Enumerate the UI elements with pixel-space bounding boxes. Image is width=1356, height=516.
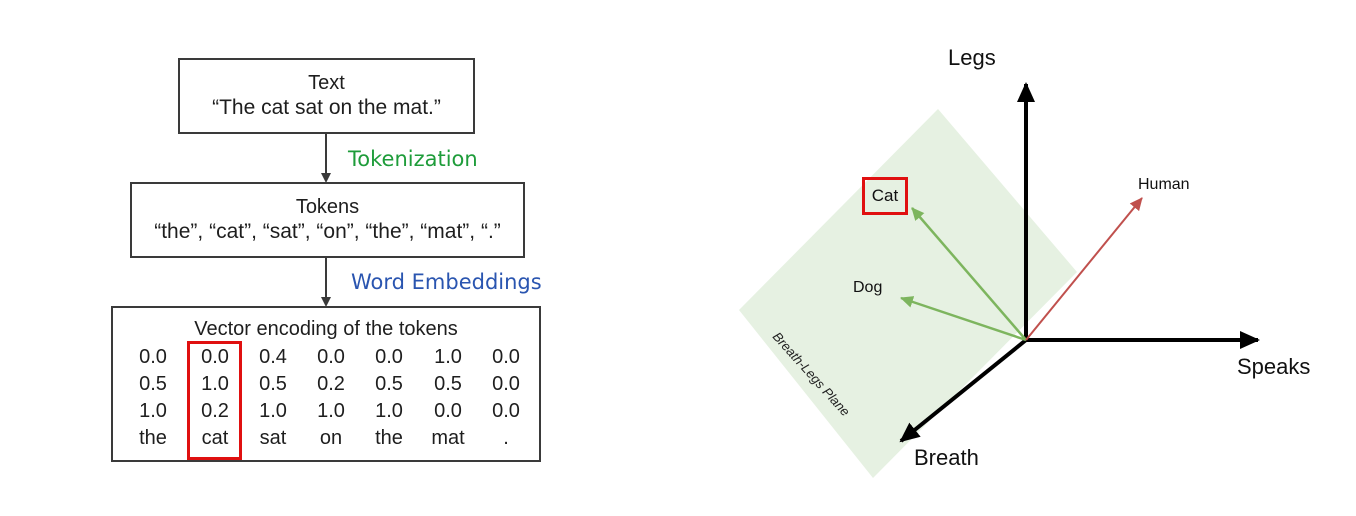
vector-value: 1.0 [317, 400, 345, 422]
cat-vector [911, 207, 1027, 341]
vector-value: 0.4 [259, 346, 287, 368]
vector-value: 0.0 [492, 373, 520, 395]
token-label: the [139, 427, 167, 449]
vector-row: 0.0 0.0 0.4 0.0 0.0 1.0 0.0 [113, 344, 539, 371]
legs-axis-label: Legs [948, 45, 996, 70]
token-label: sat [259, 427, 287, 449]
human-vector [1025, 197, 1143, 341]
vector-value: 0.5 [139, 373, 167, 395]
vector-value: 0.0 [139, 346, 167, 368]
token-label: . [503, 427, 509, 449]
tokens-box-title: Tokens [295, 196, 360, 218]
vector-row: 0.5 1.0 0.5 0.2 0.5 0.5 0.0 [113, 371, 539, 398]
text-box-sentence: “The cat sat on the mat.” [212, 96, 441, 119]
breath-legs-plane [739, 109, 1077, 478]
vector-value: 0.5 [375, 373, 403, 395]
vector-value: 1.0 [259, 400, 287, 422]
dog-vector [900, 296, 1027, 342]
breath-axis-label: Breath [914, 445, 979, 470]
token-label: cat [201, 427, 229, 449]
vector-value: 0.0 [492, 400, 520, 422]
text-box-title: Text [308, 72, 345, 94]
vector-value: 0.5 [259, 373, 287, 395]
human-label: Human [1138, 176, 1190, 193]
cat-column-highlight [187, 341, 242, 460]
vector-value: 1.0 [139, 400, 167, 422]
cat-label: Cat [862, 177, 908, 215]
text-box: Text “The cat sat on the mat.” [178, 58, 475, 134]
word-embeddings-label: Word Embeddings [351, 270, 542, 294]
tokenization-label: Tokenization [348, 147, 478, 171]
dog-label: Dog [853, 279, 883, 296]
speaks-axis-label: Speaks [1237, 354, 1311, 379]
token-label-row: the cat sat on the mat. [113, 425, 539, 452]
vector-value: 0.2 [201, 400, 229, 422]
vector-box-title: Vector encoding of the tokens [194, 318, 458, 340]
token-label: on [319, 427, 343, 449]
breath-axis [899, 338, 1028, 443]
vector-value: 0.5 [434, 373, 462, 395]
vector-row: 1.0 0.2 1.0 1.0 1.0 0.0 0.0 [113, 398, 539, 425]
vector-value: 1.0 [375, 400, 403, 422]
vector-value: 0.0 [317, 346, 345, 368]
token-label: the [375, 427, 403, 449]
vector-value: 0.0 [201, 346, 229, 368]
vector-value: 1.0 [434, 346, 462, 368]
vector-value: 0.0 [434, 400, 462, 422]
token-label: mat [431, 427, 465, 449]
vector-value: 0.0 [492, 346, 520, 368]
vector-value: 0.0 [375, 346, 403, 368]
tokens-box: Tokens “the”, “cat”, “sat”, “on”, “the”,… [130, 182, 525, 258]
vector-value: 1.0 [201, 373, 229, 395]
tokens-box-list: “the”, “cat”, “sat”, “on”, “the”, “mat”,… [154, 220, 501, 243]
vector-value: 0.2 [317, 373, 345, 395]
